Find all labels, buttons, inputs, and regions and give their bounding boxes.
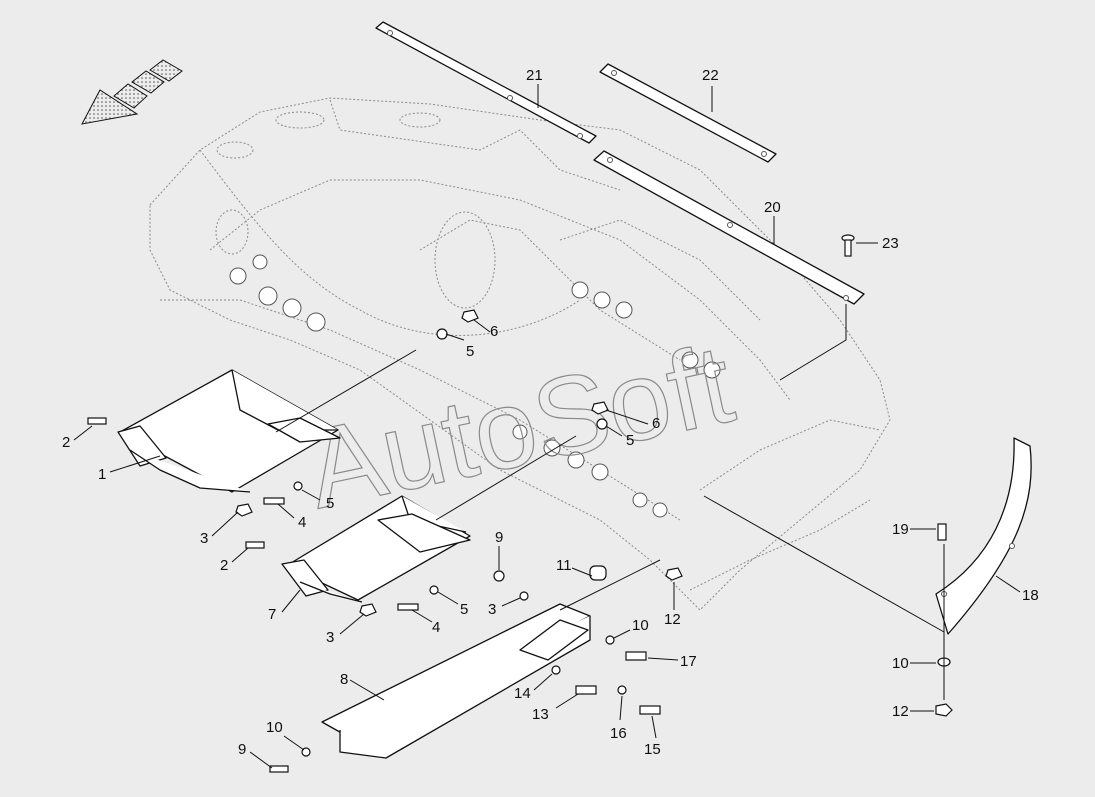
callout-labels: 1 2 2 3 3 3 4 4 5 5 5 5 6 6 7 8 9 9 10 1… <box>62 67 1039 758</box>
nut-12-icon <box>935 703 953 717</box>
callout-6: 6 <box>652 415 660 432</box>
nut-3-icon <box>359 603 377 617</box>
bolt-4-icon <box>263 497 285 505</box>
washer-5-icon <box>429 585 439 595</box>
callout-5: 5 <box>326 495 334 512</box>
bracket-18 <box>935 437 1032 635</box>
chassis-frame <box>149 97 891 611</box>
nut-6-icon <box>591 401 609 415</box>
skid-plate-1 <box>117 369 341 493</box>
strap-21 <box>375 21 597 144</box>
bolt-17-icon <box>625 651 647 661</box>
callout-11: 11 <box>556 557 572 574</box>
callout-6: 6 <box>490 323 498 340</box>
callout-10: 10 <box>266 719 283 736</box>
callout-9: 9 <box>238 741 246 758</box>
callout-3: 3 <box>200 530 208 547</box>
callout-16: 16 <box>610 725 627 742</box>
callout-2: 2 <box>62 434 70 451</box>
callout-7: 7 <box>268 606 276 623</box>
callout-4: 4 <box>432 619 440 636</box>
frame-holes <box>229 254 721 518</box>
callout-19: 19 <box>892 521 909 538</box>
washer-10-icon <box>605 635 615 645</box>
callout-17: 17 <box>680 653 697 670</box>
callout-13: 13 <box>532 706 549 723</box>
bolt-13-icon <box>575 685 597 695</box>
callout-12: 12 <box>664 611 681 628</box>
washer-3-icon <box>519 591 529 601</box>
callout-15: 15 <box>644 741 661 758</box>
washer-9-icon <box>493 570 505 582</box>
callout-10: 10 <box>892 655 909 672</box>
bolt-15-icon <box>639 705 661 715</box>
callout-8: 8 <box>340 671 348 688</box>
callout-9: 9 <box>495 529 503 546</box>
bolt-2-icon <box>245 541 265 549</box>
callout-3: 3 <box>326 629 334 646</box>
callout-20: 20 <box>764 199 781 216</box>
skid-plate-7 <box>281 495 471 603</box>
nut-6-icon <box>461 309 479 323</box>
callout-5: 5 <box>466 343 474 360</box>
strap-20 <box>593 150 865 305</box>
bolt-2-icon <box>87 417 107 425</box>
callout-12: 12 <box>892 703 909 720</box>
callout-5: 5 <box>626 432 634 449</box>
washer-5-icon <box>596 418 608 430</box>
nut-12-icon <box>665 567 683 581</box>
washer-14-icon <box>551 665 561 675</box>
callout-14: 14 <box>514 685 531 702</box>
washer-5-icon <box>436 328 448 340</box>
callout-21: 21 <box>526 67 543 84</box>
leader-lines <box>73 84 1021 769</box>
bolt-19-icon <box>937 523 947 541</box>
watermark-text: AutoSoft <box>297 320 743 532</box>
callout-3: 3 <box>488 601 496 618</box>
callout-2: 2 <box>220 557 228 574</box>
callout-1: 1 <box>98 466 106 483</box>
spacer-11-icon <box>589 565 607 581</box>
callout-18: 18 <box>1022 587 1039 604</box>
callout-4: 4 <box>298 514 306 531</box>
strap-22 <box>599 63 777 163</box>
callout-10: 10 <box>632 617 649 634</box>
direction-arrow-icon <box>81 59 183 125</box>
callout-23: 23 <box>882 235 899 252</box>
guard-8 <box>321 603 591 759</box>
bolt-4-icon <box>397 603 419 611</box>
nut-3-icon <box>235 503 253 517</box>
bolt-23-icon <box>841 234 855 257</box>
washer-5-icon <box>293 481 303 491</box>
callout-22: 22 <box>702 67 719 84</box>
callout-5: 5 <box>460 601 468 618</box>
bolt-9-icon <box>269 765 289 773</box>
washer-16-icon <box>617 685 627 695</box>
